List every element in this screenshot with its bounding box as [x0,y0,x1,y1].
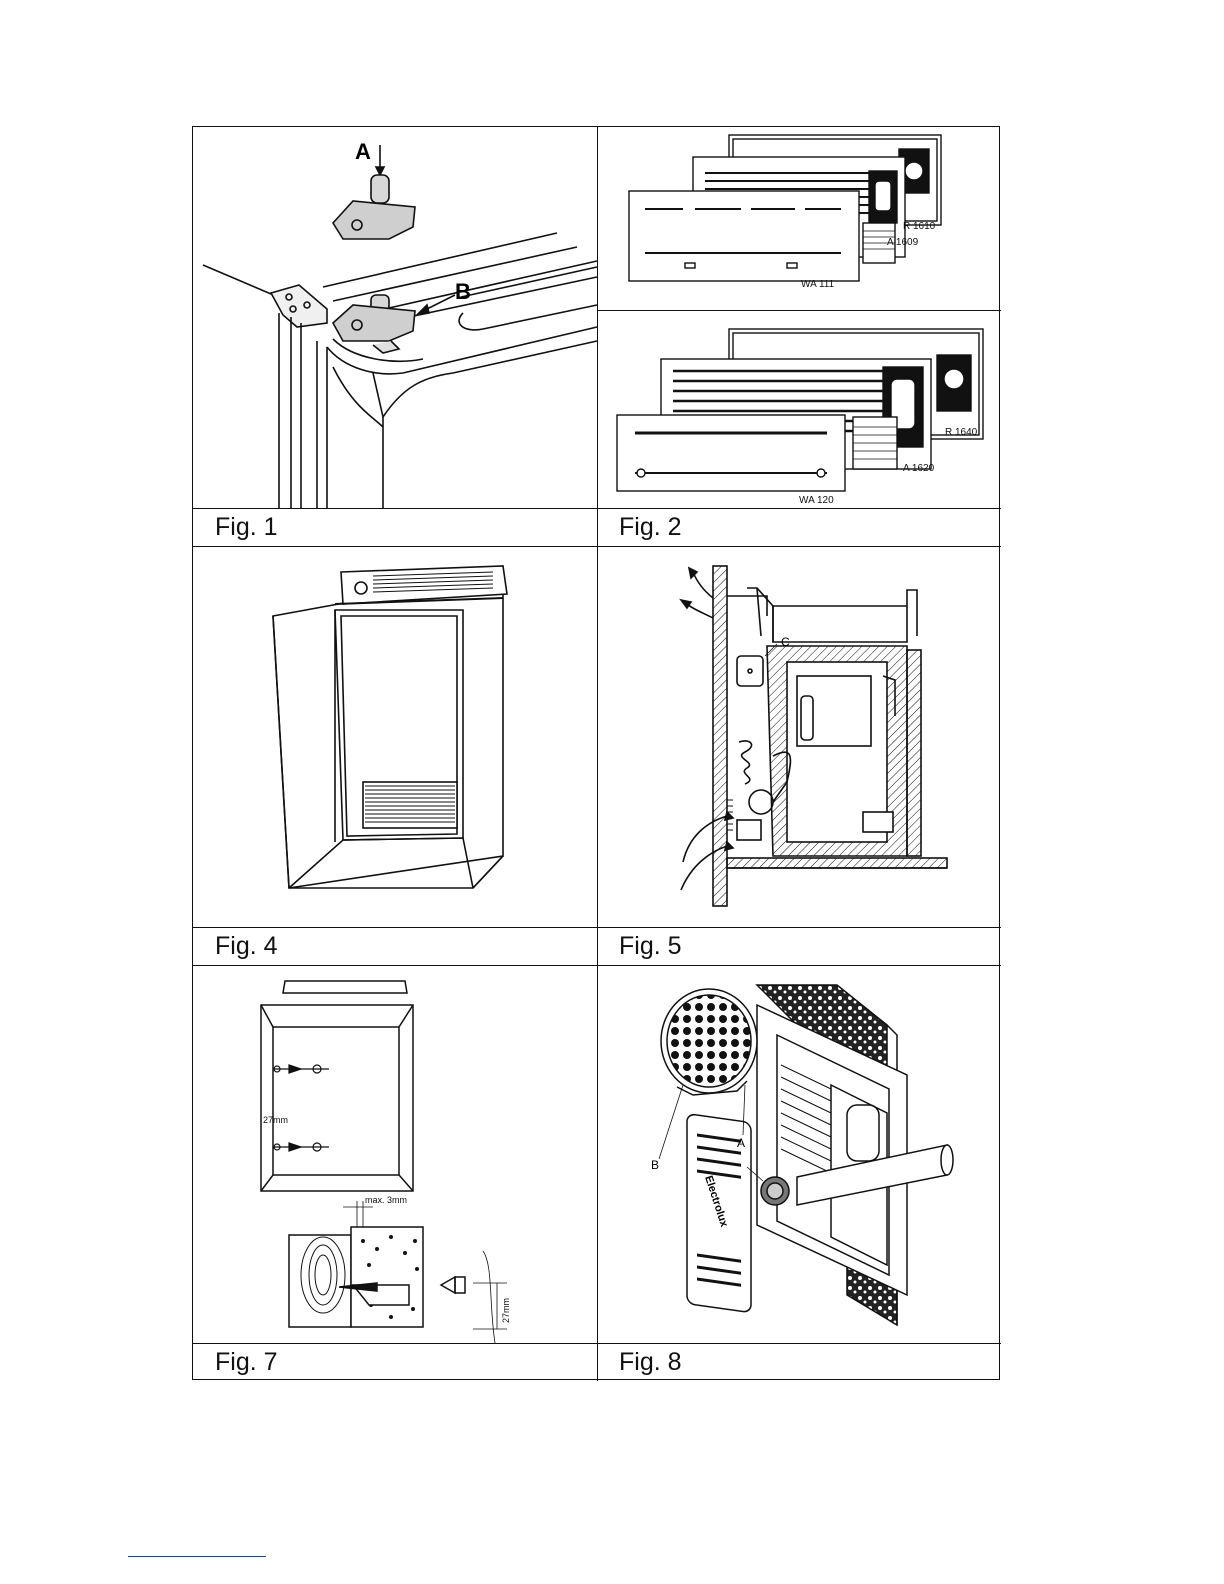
figure-2: R 1610 A 1609 WA 111 R 1640 A 1620 WA 12… [597,127,1001,546]
fig5-illustration: C [597,546,1001,927]
fig2-label-r1640: R 1640 [945,427,978,438]
figure-1: A B Fig. 1 [193,127,597,546]
fig8-illustration: B A Electrolux [597,965,1001,1343]
fig1-label-b: B [455,279,471,304]
fig2-label-r1610: R 1610 [903,221,936,232]
figure-7: 27mm max. 3mm 27mm Fig. 7 [193,965,597,1381]
fig2-illustration: R 1610 A 1609 WA 111 R 1640 A 1620 WA 12… [597,127,1001,508]
fig2-label-wa120: WA 120 [799,495,834,506]
fig7-label-27mm-b: 27mm [501,1298,511,1323]
fig2-label-a1609: A 1609 [887,237,919,248]
footnote-rule [128,1556,266,1557]
fig2-label-wa111: WA 111 [801,279,835,290]
fig2-caption: Fig. 2 [597,508,1001,546]
fig7-illustration: 27mm max. 3mm 27mm [193,965,597,1343]
fig1-label-a: A [355,139,371,164]
fig7-caption: Fig. 7 [193,1343,597,1381]
fig8-caption: Fig. 8 [597,1343,1001,1381]
fig4-caption: Fig. 4 [193,927,597,965]
figure-8: B A Electrolux Fig. 8 [597,965,1001,1381]
fig5-label-c: C [781,635,790,649]
fig7-label-27mm: 27mm [263,1115,288,1125]
fig5-caption: Fig. 5 [597,927,1001,965]
figure-grid: A B Fig. 1 [192,126,1000,1380]
fig7-label-max3mm: max. 3mm [365,1195,407,1205]
fig4-illustration [193,546,597,927]
figure-5: C Fig. 5 [597,546,1001,965]
fig8-label-b: B [651,1158,659,1172]
fig1-caption: Fig. 1 [193,508,597,546]
figure-4: Fig. 4 [193,546,597,965]
fig1-illustration: A B [193,127,597,508]
fig8-label-a: A [737,1136,745,1150]
fig2-label-a1620: A 1620 [903,463,935,474]
